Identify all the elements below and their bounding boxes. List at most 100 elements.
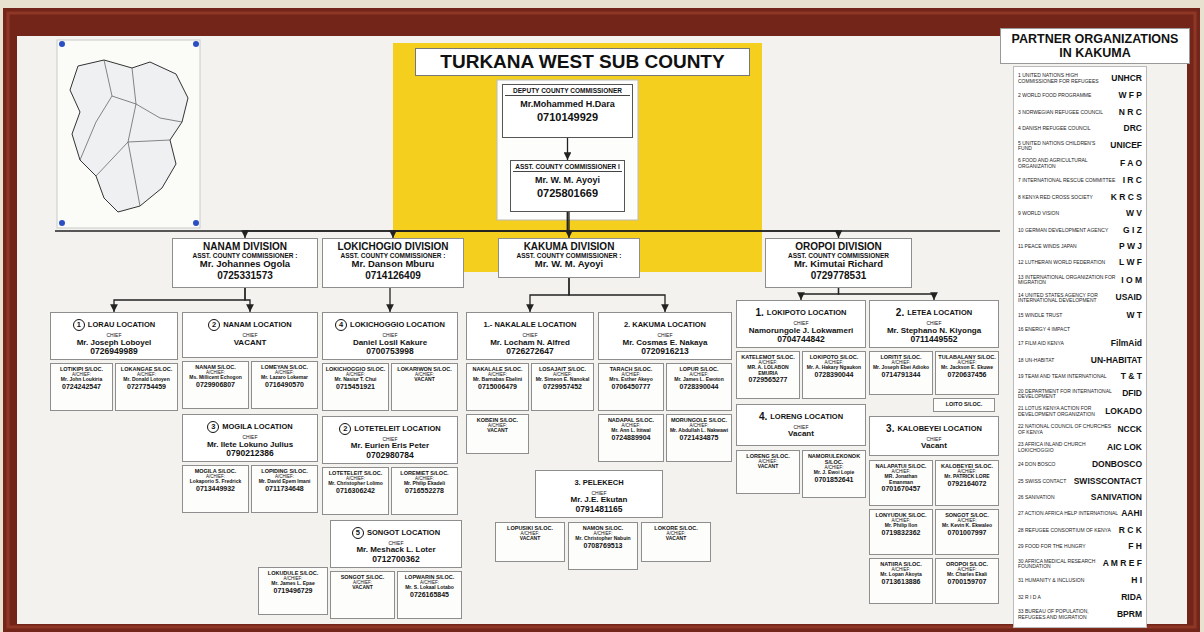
office-title: DEPUTY COUNTY COMMISSIONER <box>505 87 630 96</box>
division-box: NANAM DIVISIONASST. COUNTY COMMISSIONER … <box>172 238 318 288</box>
officer-name: Mr. W. M. Ayoyi <box>501 259 637 270</box>
sublocation-box: TULABALANY S/LOC.A/CHIEF:Mr. Jackson E. … <box>935 351 999 395</box>
chief-name: Mr. Locham N. Alfred <box>469 339 591 348</box>
organization-name: 5 UNITED NATIONS CHILDREN'S FUND <box>1018 141 1107 152</box>
organization-abbreviation: H I <box>1131 576 1142 586</box>
sublocation-box: NAKALALE S/LOC.A/CHIEF:Mr. Barnabas Ebel… <box>466 363 529 411</box>
sublocation-name: TULABALANY S/LOC. <box>938 354 996 360</box>
partner-row: 21 LOTUS KENYA ACTION FOR DEVELOPMENT OR… <box>1018 406 1142 417</box>
organization-abbreviation: SWISSCONTACT <box>1074 477 1142 487</box>
phone-number: 0791481165 <box>538 505 660 515</box>
organization-name: 17 FILM AID KENYA <box>1018 341 1108 347</box>
division-name: OROPOI DIVISION <box>768 241 909 252</box>
sublocation-name: LOKIPOTO S/LOC. <box>805 354 863 360</box>
sublocation-box: KATELEMOT S/LOC.A/CHIEF:MR. A. LOLABON E… <box>736 351 800 399</box>
organization-name: 2 WORLD FOOD PROGRAMME <box>1018 93 1115 99</box>
organization-abbreviation: SANIVATION <box>1091 493 1142 503</box>
partner-row: 28 REFUGEE CONSORTIUM OF KENYAR C K <box>1018 526 1142 536</box>
phone-number: 0700159707 <box>938 578 996 586</box>
organization-abbreviation: W V <box>1126 209 1142 219</box>
chief-name: VACANT <box>644 536 708 542</box>
location-box: 2.LETEA LOCATIONCHIEFMr. Stephano N. Kiy… <box>869 300 999 348</box>
organization-name: 1 UNITED NATIONS HIGH COMMISSIONER FOR R… <box>1018 73 1108 84</box>
organization-abbreviation: T & T <box>1121 372 1142 382</box>
chief-name: Mr. Charles Ekali <box>938 572 996 578</box>
location-box: 1LORAU LOCATIONCHIEFMr. Joseph Loboyel07… <box>50 312 178 360</box>
sublocation-name: LORENG S/LOC. <box>739 453 797 459</box>
sublocation-box: LOITO S/LOC. <box>933 398 995 412</box>
sublocation-box: NATIIRA S/LOC.A/CHIEF:Mr. Lopan Akoyta07… <box>869 558 933 604</box>
partner-row: 25 SWISS CONTACTSWISSCONTACT <box>1018 477 1142 487</box>
officer-name: Mr. Johannes Ogola <box>175 259 315 270</box>
sublocation-box: NAMORULEKONOK S/LOC.A/CHIEF:Mr. J. Ewoi … <box>802 450 866 498</box>
chief-name: VACANT <box>333 585 392 591</box>
connector-arrow <box>568 212 839 238</box>
chief-name: Mr. Philip Ekadeli <box>394 481 455 487</box>
partner-row: 19 TEAM AND TEAM INTERNATIONALT & T <box>1018 372 1142 382</box>
location-name: LORAU LOCATION <box>88 321 155 329</box>
phone-number: 0701007997 <box>938 529 996 537</box>
phone-number: 0726949989 <box>53 347 175 357</box>
sublocation-name: LOPIDING S/LOC. <box>254 468 315 474</box>
sublocation-box: LOKANGAE S/LOC.A/CHIEF:Mr. Donald Lotoye… <box>115 363 178 411</box>
location-name: LOKICHOGGIO LOCATION <box>350 321 445 329</box>
chief-name: Mr. Ann L. Ititwal <box>601 428 661 434</box>
sublocation-name: LOKARIWON S/LOC. <box>394 366 455 372</box>
phone-number: 0711449552 <box>872 335 996 345</box>
organization-name: 4 DANISH REFUGEE COUNCIL <box>1018 126 1121 132</box>
chief-name: MR. Jonathan Emanman <box>872 474 930 485</box>
organization-abbreviation: FilmAid <box>1111 339 1142 349</box>
organization-name: 8 KENYA RED CROSS SOCIETY <box>1018 195 1108 201</box>
organization-abbreviation: W T <box>1126 311 1142 321</box>
organization-abbreviation: F H <box>1128 542 1142 552</box>
pin <box>59 220 65 226</box>
chief-name: VACANT <box>185 339 315 348</box>
sublocation-name: NAMORULEKONOK S/LOC. <box>805 453 863 465</box>
organization-name: 33 BUREAU OF POPULATION, REFUGEES AND MI… <box>1018 609 1114 620</box>
phone-number: 0716306242 <box>325 487 386 495</box>
partner-row: 22 NATIONAL COUNCIL OF CHURCHES OF KENYA… <box>1018 424 1142 435</box>
officer-name: Mr. Kimutai Richard <box>768 259 909 270</box>
organization-abbreviation: R C K <box>1119 526 1142 536</box>
organization-abbreviation: NCCK <box>1117 425 1142 435</box>
chief-name: Daniel Losil Kakure <box>325 339 455 348</box>
organization-abbreviation: DONBOSCO <box>1092 460 1142 470</box>
location-number: 4. <box>759 411 767 422</box>
sublocation-name: KATELEMOT S/LOC. <box>739 354 797 360</box>
location-box: 2. KAKUMA LOCATIONCHIEFMr. Cosmas E. Nak… <box>598 312 732 360</box>
sublocation-box: LOMEYAN S/LOC.A/CHIEF:Mr. Lazaro Lokemar… <box>251 361 318 409</box>
chief-name: Mr. James L. Ewoton <box>669 377 729 383</box>
sublocation-box: LOKARIWON S/LOC.A/CHIEF:VACANT <box>391 363 458 411</box>
sublocation-name: LOTIKIPI S/LOC. <box>53 366 110 372</box>
phone-number: 0790212386 <box>185 449 315 459</box>
location-box: 3MOGILA LOCATIONCHIEFMr. Ilete Lokuno Ju… <box>182 414 318 462</box>
officer-name: Mr.Mohammed H.Dara <box>505 99 630 109</box>
chief-name: Mr. A. Hakary Ngaukon <box>805 365 863 371</box>
chief-name: Mr. Simeon E. Nanokal <box>534 377 591 383</box>
officer-name: Mr. W. M. Ayoyi <box>513 175 622 185</box>
chief-name: Mr. PATRICK LORE <box>938 474 996 480</box>
division-box: LOKICHOGIO DIVISIONASST. COUNTY COMMISSI… <box>322 238 464 288</box>
chief-name: Mr. John Loukiria <box>53 377 110 383</box>
phone-number: 0712700362 <box>333 555 459 565</box>
phone-number: 0725331573 <box>175 270 315 281</box>
location-name: LOTETELEIT LOCATION <box>354 425 441 433</box>
phone-number: 0716552278 <box>394 487 455 495</box>
location-box: 5SONGOT LOCATIONCHIEFMr. Meshack L. Lote… <box>330 520 462 568</box>
phone-number: 0729957452 <box>534 383 591 391</box>
chief-name: Mr. Eurien Eris Peter <box>325 442 455 451</box>
organization-name: 10 GERMAN DEVELOPMENT AGENCY <box>1018 228 1120 234</box>
location-number: 5 <box>352 527 364 539</box>
phone-number: 0728390044 <box>805 371 863 379</box>
sublocation-box: LOTETELEIT S/LOC.A/CHIEF:Mr. Christopher… <box>322 467 389 515</box>
organization-name: 24 DON BOSCO <box>1018 462 1089 468</box>
phone-number: 0715451921 <box>325 383 386 391</box>
phone-number: 0726272647 <box>469 347 591 357</box>
phone-number: 0726165845 <box>400 591 459 599</box>
sublocation-name: TARACH S/LOC. <box>601 366 661 372</box>
organization-name: 6 FOOD AND AGRICULTURAL ORGANIZATION <box>1018 158 1117 169</box>
chief-name: Mr. Lopan Akoyta <box>872 572 930 578</box>
phone-number: 0710149929 <box>505 111 630 123</box>
sublocation-name: KALOBEYEI S/LOC. <box>938 463 996 469</box>
sublocation-name: LOKANGAE S/LOC. <box>118 366 175 372</box>
